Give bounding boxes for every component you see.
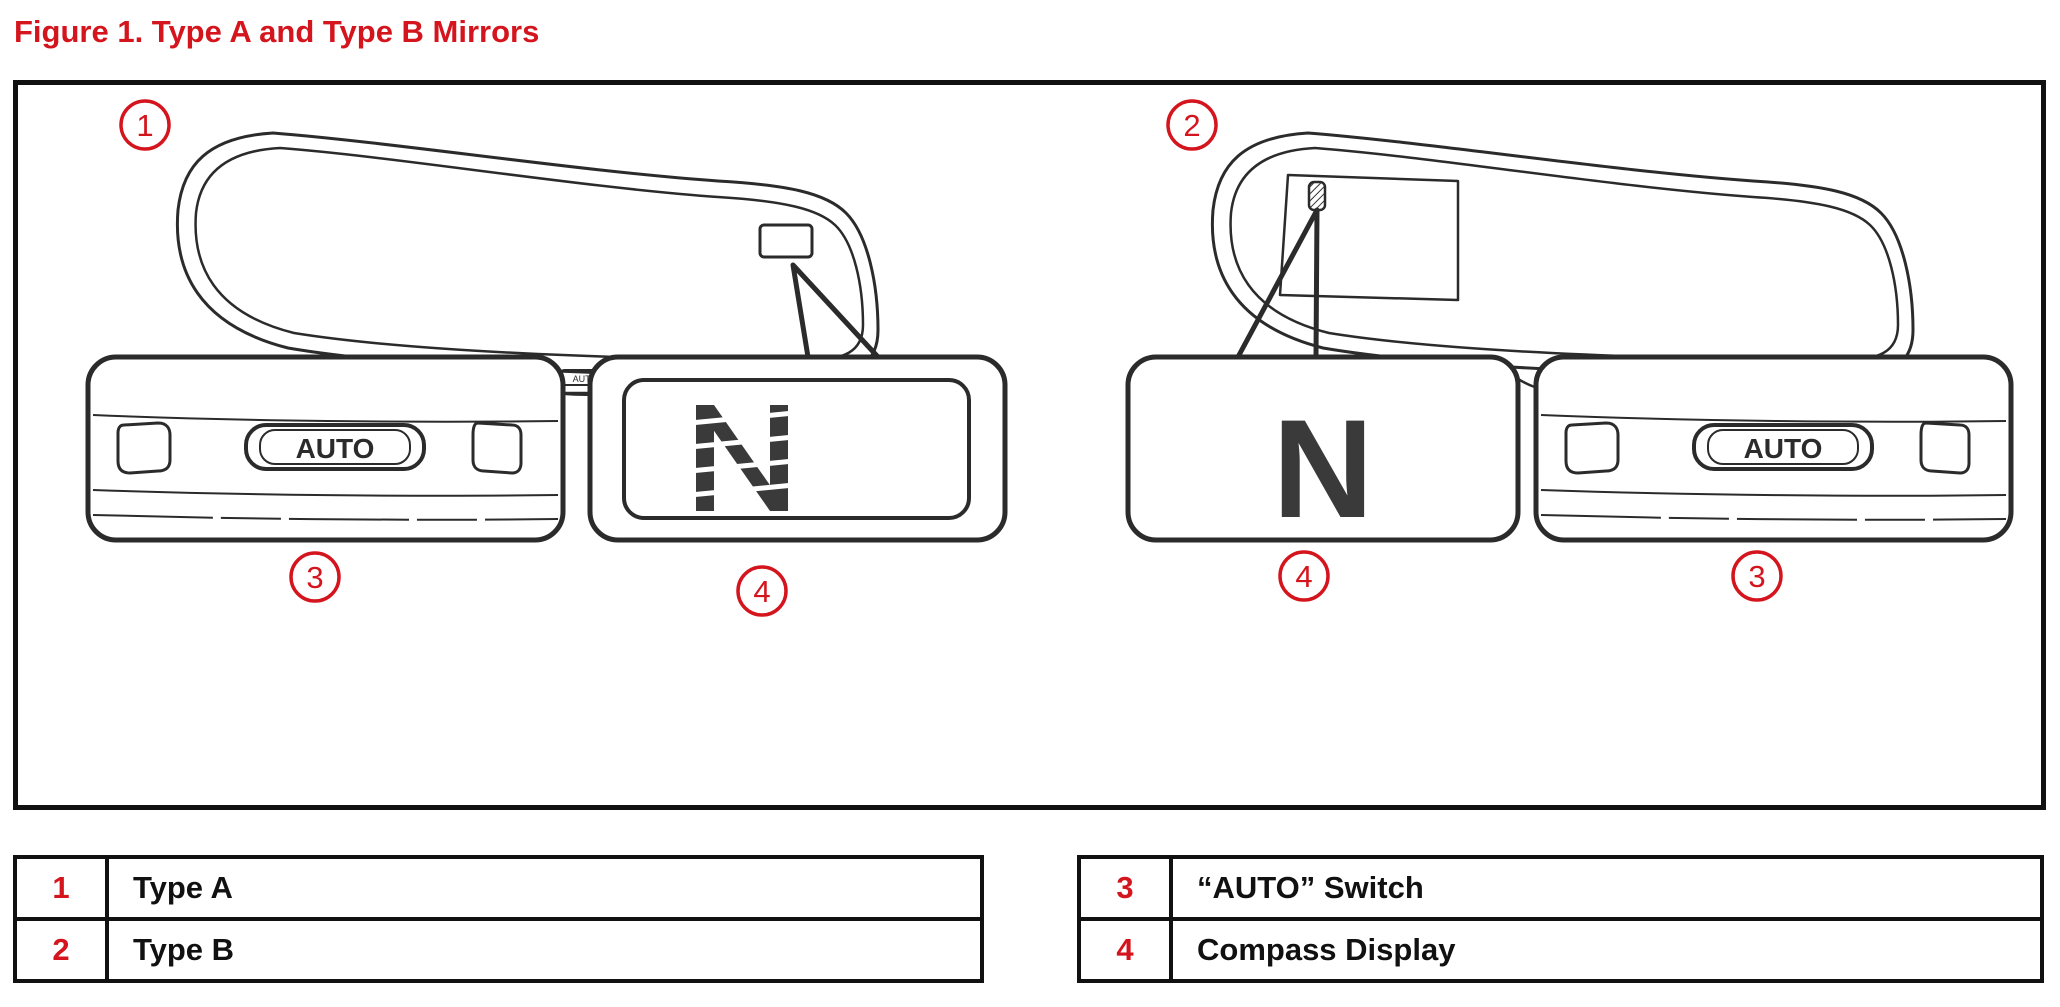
legend-label: Type A	[105, 855, 984, 921]
callout-4-type-a: 4	[736, 565, 788, 617]
legend-label: Type B	[105, 917, 984, 983]
svg-text:4: 4	[1295, 559, 1312, 594]
callout-3-type-a: 3	[289, 551, 341, 603]
svg-text:2: 2	[1183, 108, 1200, 143]
legend-row: 4 Compass Display	[1077, 917, 2044, 983]
type-b-compass-zoom: N	[1125, 354, 1521, 547]
auto-switch-label: AUTO	[296, 433, 375, 464]
legend-number: 2	[13, 917, 109, 983]
legend-row: 2 Type B	[13, 917, 984, 983]
legend-table-left: 1 Type A 2 Type B	[13, 855, 984, 983]
type-a-auto-zoom: AUTO	[85, 354, 566, 543]
mirror-illustration: AUTO AUTO	[85, 99, 2014, 617]
svg-text:AUTO: AUTO	[573, 374, 598, 384]
legend-row: 1 Type A	[13, 855, 984, 921]
callout-1: 1	[119, 99, 171, 151]
svg-text:4: 4	[753, 574, 770, 609]
callout-4-type-b: 4	[1278, 550, 1330, 602]
legend-label: Compass Display	[1169, 917, 2044, 983]
svg-text:3: 3	[306, 560, 323, 595]
compass-letter: N	[1272, 390, 1373, 547]
legend-table-right: 3 “AUTO” Switch 4 Compass Display	[1077, 855, 2044, 983]
auto-switch-label-b: AUTO	[1744, 433, 1823, 464]
mirror-diagram: AUTO AUTO	[13, 80, 2046, 810]
legend-row: 3 “AUTO” Switch	[1077, 855, 2044, 921]
legend-label: “AUTO” Switch	[1169, 855, 2044, 921]
legend-number: 1	[13, 855, 109, 921]
segmented-n-display	[689, 405, 795, 511]
figure-title: Figure 1. Type A and Type B Mirrors	[14, 14, 540, 49]
callout-3-type-b: 3	[1731, 550, 1783, 602]
legend-number: 4	[1077, 917, 1173, 983]
legend-number: 3	[1077, 855, 1173, 921]
svg-text:1: 1	[136, 108, 153, 143]
type-b-auto-zoom: AUTO	[1533, 354, 2014, 543]
callout-2: 2	[1166, 99, 1218, 151]
svg-text:3: 3	[1748, 559, 1765, 594]
type-a-compass-zoom	[587, 354, 1008, 543]
